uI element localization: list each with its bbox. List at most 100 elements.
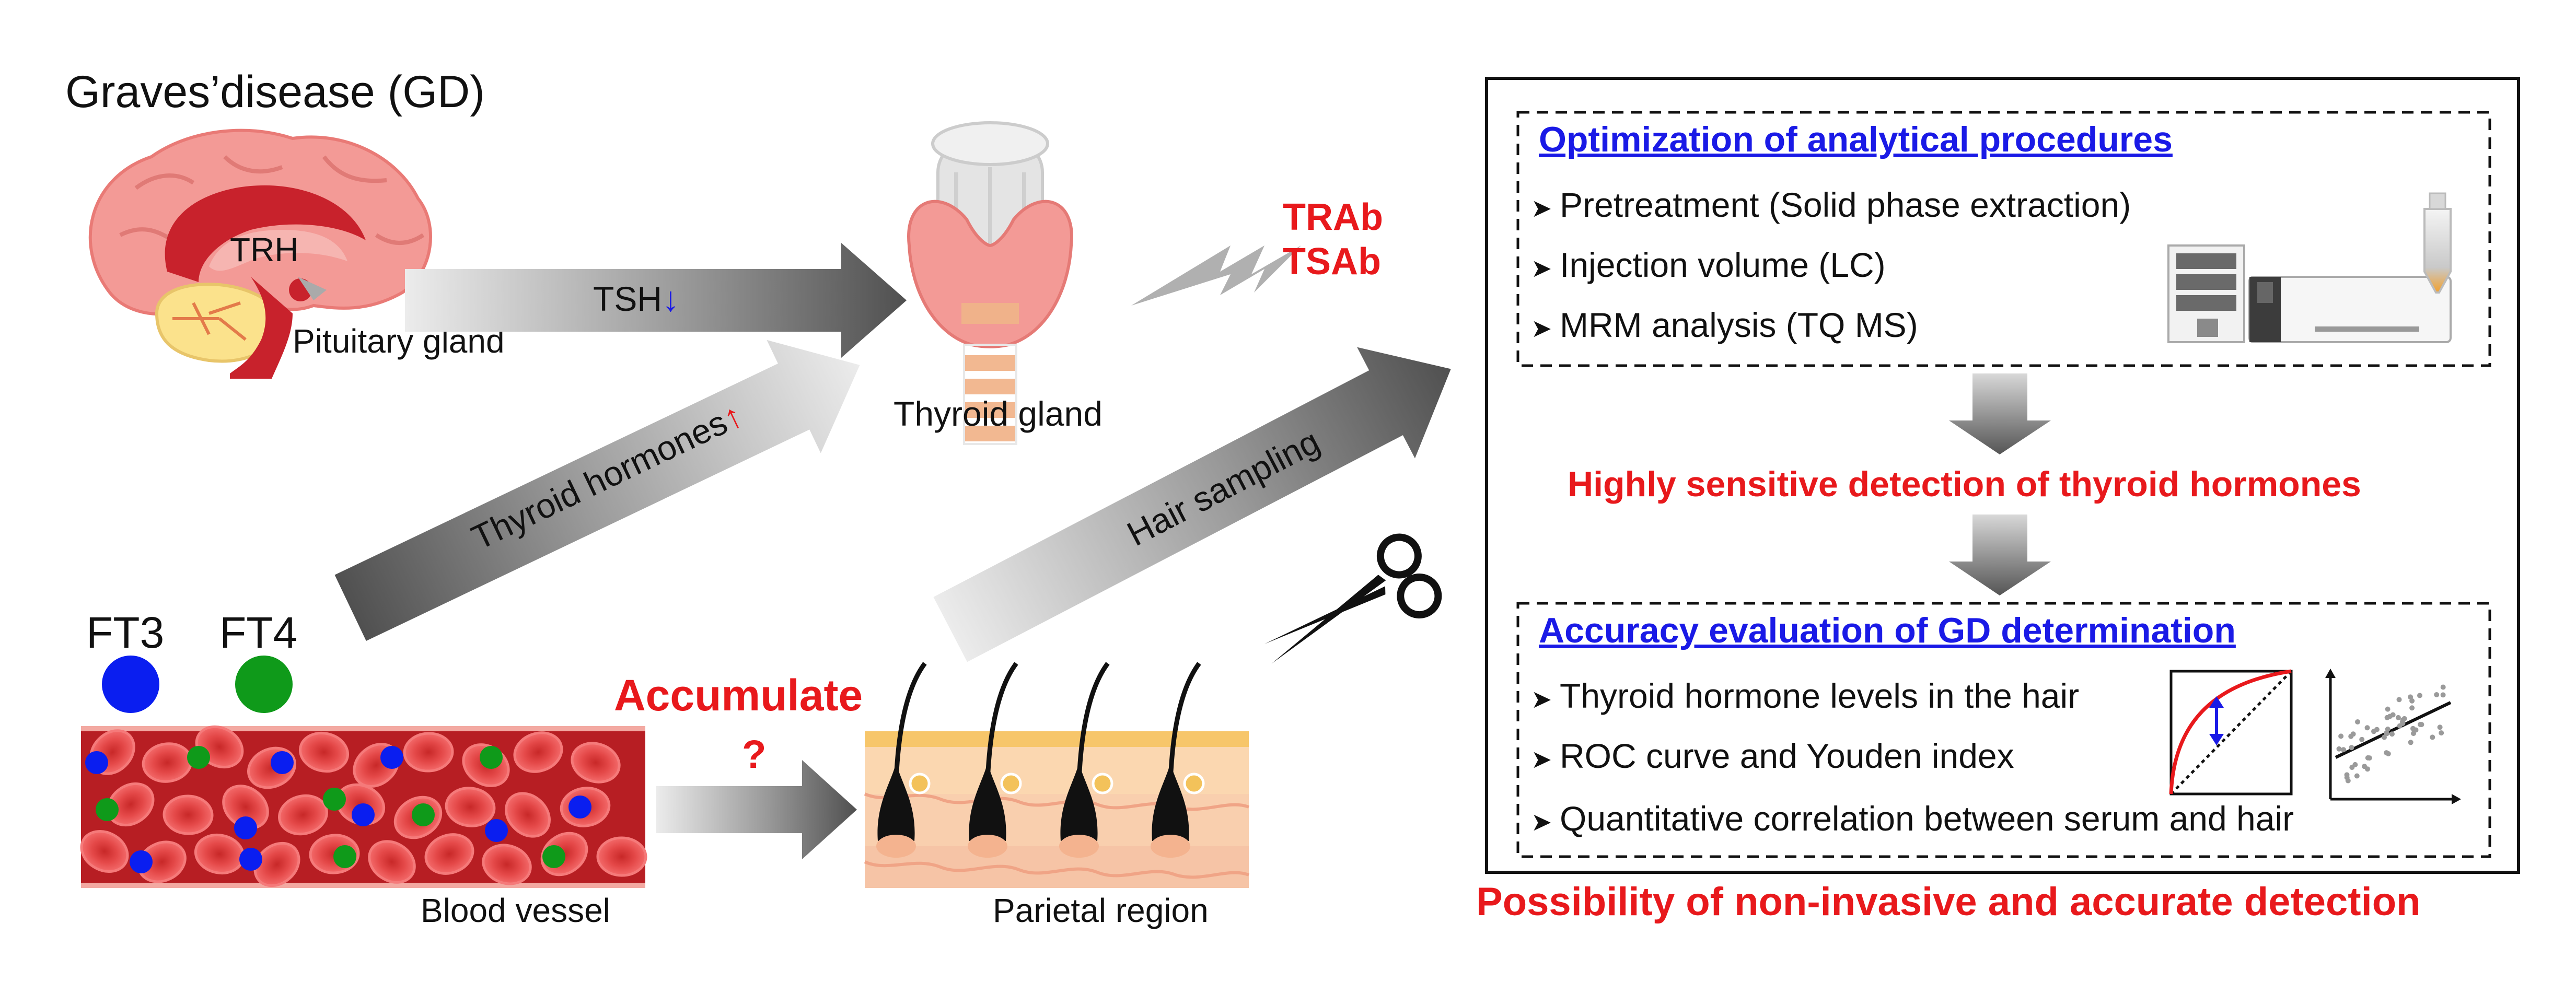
accuracy-list: ➤ Thyroid hormone levels in the hair ➤ R… (1531, 676, 2294, 838)
scissors-icon (1264, 533, 1442, 664)
tsh-arrow (405, 243, 907, 358)
ft3-particle (352, 803, 375, 826)
hair-follicle (877, 763, 915, 841)
scatter-point (2434, 692, 2440, 697)
scatter-point (2359, 736, 2365, 742)
optimization-box (1516, 111, 2491, 367)
scatter-point (2396, 697, 2402, 703)
scatter-point (2385, 751, 2391, 756)
accuracy-item-2: ROC curve and Youden index (1560, 736, 2014, 775)
scatter-point (2385, 706, 2391, 712)
scatter-point (2382, 734, 2387, 740)
tsab-label: TSAb (1283, 241, 1381, 283)
sebaceous-gland (1092, 773, 1113, 794)
hair-follicle (1152, 763, 1189, 841)
highly-sensitive-text: Highly sensitive detection of thyroid ho… (1568, 464, 2361, 504)
scatter-point (2395, 715, 2401, 720)
red-blood-cell (403, 732, 454, 773)
scatter-plot-icon (2325, 669, 2461, 804)
thyroid-illustration (907, 121, 1073, 445)
thyroid-gland-label: Thyroid gland (894, 394, 1103, 433)
blood-vessel-label: Blood vessel (421, 892, 610, 929)
scatter-point (2338, 733, 2344, 739)
bullet-icon: ➤ (1531, 315, 1552, 343)
ft4-label: FT4 (219, 608, 297, 657)
scatter-point (2349, 765, 2355, 770)
scatter-point (2409, 698, 2415, 704)
bullet-icon: ➤ (1531, 255, 1552, 283)
scatter-point (2387, 714, 2393, 719)
sebaceous-gland (1000, 773, 1022, 794)
hair-follicle (1060, 763, 1098, 841)
title: Graves’disease (GD) (65, 67, 485, 117)
tsh-label: TSH↓ (593, 279, 679, 318)
scatter-point (2408, 740, 2413, 745)
red-blood-cell (163, 794, 214, 835)
scatter-point (2400, 720, 2406, 726)
optimization-item-3: MRM analysis (TQ MS) (1560, 306, 1918, 344)
red-blood-cell (80, 830, 129, 873)
red-blood-cell (278, 794, 328, 836)
ft4-particle (542, 845, 565, 868)
question-mark: ? (742, 732, 766, 777)
ft3-particle (568, 796, 591, 819)
ft3-particle (271, 751, 294, 774)
red-blood-cell (298, 731, 350, 773)
scatter-point (2364, 725, 2370, 731)
analysis-panel (1485, 77, 2520, 874)
scalp-illustration (864, 662, 1250, 888)
scatter-point (2350, 731, 2356, 737)
lc-ms-instrument-icon (2167, 192, 2452, 343)
accuracy-box (1516, 602, 2491, 858)
red-blood-cell (571, 742, 621, 784)
brain-illustration (88, 128, 432, 379)
hair-bulb (1151, 835, 1190, 858)
red-blood-cell (253, 841, 300, 887)
accuracy-title: Accuracy evaluation of GD determination (1539, 611, 2236, 650)
ft4-particle (187, 746, 210, 769)
hair-bulb (968, 835, 1007, 858)
scatter-point (2437, 724, 2443, 730)
red-blood-cell (445, 787, 496, 827)
blood-vessel-illustration (80, 725, 647, 888)
ft4-particle (96, 798, 119, 821)
scatter-point (2413, 727, 2419, 733)
scatter-point (2354, 773, 2360, 779)
red-blood-cell (505, 792, 551, 838)
ft3-particle (85, 751, 108, 774)
scatter-point (2409, 705, 2415, 711)
ft3-dot (102, 656, 159, 713)
accumulate-arrow (656, 760, 857, 859)
ft4-particle (323, 788, 346, 811)
optimization-item-2: Injection volume (LC) (1560, 245, 1886, 284)
hair-bulb (1059, 835, 1099, 858)
bullet-icon: ➤ (1531, 809, 1552, 836)
bullet-icon: ➤ (1531, 195, 1552, 223)
bullet-icon: ➤ (1531, 746, 1552, 774)
accuracy-item-3: Quantitative correlation between serum a… (1560, 799, 2294, 838)
ft3-particle (130, 850, 153, 873)
tsh-down-arrow: ↓ (662, 279, 679, 318)
sebaceous-gland (1183, 773, 1205, 794)
scatter-point (2336, 746, 2342, 752)
scatter-point (2440, 684, 2446, 690)
scatter-point (2385, 727, 2391, 732)
ft4-particle (412, 803, 435, 826)
optimization-item-1: Pretreatment (Solid phase extraction) (1560, 185, 2131, 224)
optimization-list: ➤ Pretreatment (Solid phase extraction) … (1531, 185, 2131, 344)
ft4-particle (480, 746, 503, 769)
scatter-point (2371, 729, 2376, 734)
ft4-particle (333, 845, 356, 868)
ft3-particle (485, 819, 508, 842)
footer-conclusion: Possibility of non-invasive and accurate… (1476, 880, 2421, 924)
hair-follicle (969, 763, 1006, 841)
scatter-point (2389, 731, 2395, 737)
red-blood-cell (222, 785, 269, 829)
down-arrow-1 (1949, 373, 2051, 454)
scatter-point (2365, 766, 2370, 772)
scatter-point (2439, 730, 2444, 736)
scatter-point (2341, 747, 2346, 753)
thyroid-hormones-arrow (334, 340, 860, 641)
accumulate-label: Accumulate (614, 671, 863, 720)
